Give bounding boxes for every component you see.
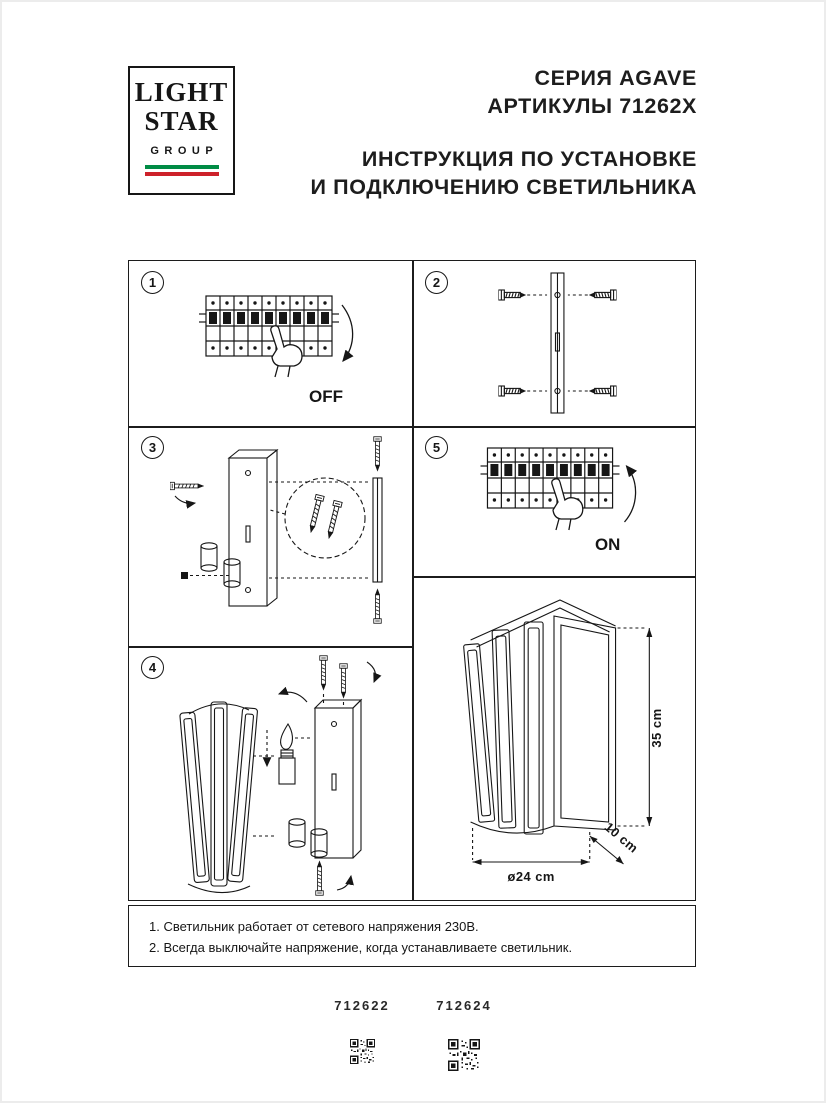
step5-drawing: ON — [480, 447, 637, 554]
hand-icon — [551, 478, 584, 531]
candle-cups — [288, 818, 328, 858]
off-label: OFF — [309, 387, 343, 406]
step-number-badge: 3 — [141, 436, 164, 459]
lightstar-logo: LIGHT STAR GROUP — [128, 66, 235, 195]
step2-drawing — [498, 272, 617, 414]
instruction-title-line-2: И ПОДКЛЮЧЕНИЮ СВЕТИЛЬНИКА — [310, 175, 697, 199]
qr-code-1 — [349, 1039, 375, 1064]
footer: 712622 712624 — [0, 998, 826, 1076]
grid-divider — [129, 646, 412, 648]
articles-title: АРТИКУЛЫ 71262X — [487, 94, 697, 118]
screw-icon — [339, 663, 348, 698]
italian-flag-icon — [144, 165, 219, 176]
diameter-dimension — [472, 828, 591, 865]
instruction-grid: 1 OFF 2 — [128, 260, 696, 901]
qr-code-2 — [448, 1039, 480, 1071]
screw-icon — [319, 655, 328, 690]
note-line-1: 1. Светильник работает от сетевого напря… — [149, 919, 479, 934]
rotate-arrow-icon — [336, 874, 354, 891]
step3-drawing — [170, 436, 383, 624]
step4-drawing — [179, 655, 382, 896]
depth-dimension — [589, 835, 624, 865]
assembled-lamp-drawing: 35 cm ø24 cm 10 cm — [463, 599, 664, 884]
height-dimension-label: 35 cm — [649, 708, 664, 747]
article-column-1: 712622 — [325, 998, 399, 1069]
title-block: СЕРИЯ AGAVE АРТИКУЛЫ 71262X ИНСТРУКЦИЯ П… — [311, 64, 697, 201]
diameter-dimension-label: ø24 cm — [507, 869, 554, 884]
on-label: ON — [595, 535, 620, 554]
grid-divider — [412, 261, 414, 900]
mounting-bracket — [550, 272, 565, 414]
panel-step-5: 5 ON — [413, 426, 694, 576]
rotate-arrow-icon — [366, 661, 382, 684]
note-line-2: 2. Всегда выключайте напряжение, когда у… — [149, 940, 573, 955]
article-code-1: 712622 — [334, 998, 390, 1013]
screw-icon — [498, 385, 548, 397]
switch-on-arrow-icon — [624, 464, 637, 523]
candle-bulb-icon — [278, 722, 296, 785]
panel-product: 35 cm ø24 cm 10 cm — [413, 576, 694, 899]
instruction-title-line-1: ИНСТРУКЦИЯ ПО УСТАНОВКЕ — [361, 147, 697, 171]
step-number-badge: 2 — [425, 271, 448, 294]
candle-cups — [200, 542, 241, 588]
switch-off-arrow-icon — [341, 304, 354, 363]
logo-word-light: LIGHT — [134, 77, 229, 107]
breaker-strip — [199, 295, 339, 357]
anchor-dot — [181, 572, 188, 579]
wall-bracket — [269, 436, 383, 624]
screw-icon — [498, 289, 548, 301]
logo-word-star: STAR — [144, 106, 219, 136]
grid-divider — [129, 426, 695, 428]
detail-circle — [269, 477, 366, 559]
panel-step-1: 1 OFF — [129, 261, 412, 426]
step-number-badge: 1 — [141, 271, 164, 294]
wall-anchor-icon — [170, 481, 204, 509]
mounting-plate — [227, 448, 279, 607]
panel-step-2: 2 — [413, 261, 694, 426]
screw-icon — [567, 385, 617, 397]
back-plate — [313, 698, 363, 859]
screw-icon — [315, 861, 324, 896]
panel-step-4: 4 — [129, 646, 412, 899]
breaker-strip — [480, 447, 620, 509]
lamp — [463, 599, 617, 835]
panel-step-3: 3 — [129, 426, 412, 646]
step-number-badge: 4 — [141, 656, 164, 679]
series-title: СЕРИЯ AGAVE — [534, 66, 697, 90]
step1-drawing: OFF — [199, 295, 354, 406]
lamp-cage — [179, 701, 258, 894]
article-code-2: 712624 — [436, 998, 492, 1013]
notes-box: 1. Светильник работает от сетевого напря… — [128, 905, 696, 967]
hand-icon — [270, 325, 303, 378]
rotate-arrow-icon — [277, 686, 308, 703]
logo-word-group: GROUP — [150, 145, 219, 157]
step-number-badge: 5 — [425, 436, 448, 459]
screw-icon — [567, 289, 617, 301]
height-dimension — [617, 627, 653, 827]
grid-divider — [412, 576, 695, 578]
article-column-2: 712624 — [427, 998, 501, 1076]
